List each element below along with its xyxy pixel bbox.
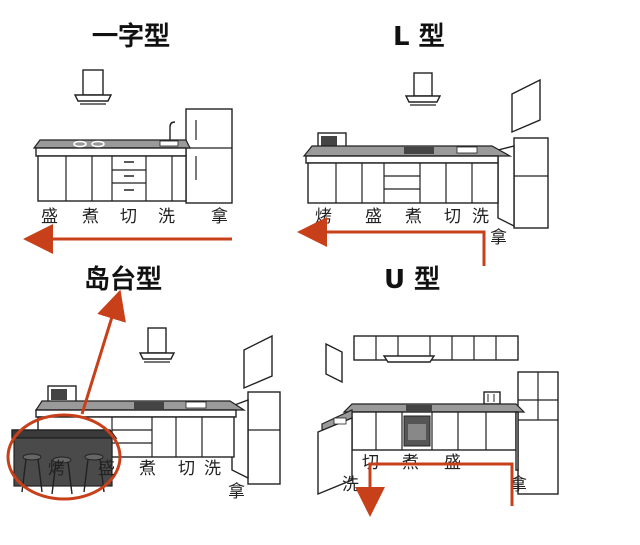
one-line-counter-icon	[32, 121, 191, 202]
step-label: 切	[444, 207, 461, 227]
range-hood-icon	[138, 327, 176, 363]
fridge-icon	[231, 391, 281, 485]
l-shape-title: L 型	[393, 22, 445, 52]
island-kitchen-panel: 岛台型	[6, 264, 281, 502]
one-line-steps: 盛 煮 切 洗 拿	[41, 206, 228, 227]
step-label: 煮	[405, 207, 422, 227]
island-highlight-circle	[6, 413, 122, 501]
window-icon	[511, 78, 541, 134]
step-label: 盛	[98, 459, 115, 479]
l-shape-kitchen-panel: L 型	[297, 22, 549, 266]
u-shape-title: U 型	[384, 265, 440, 295]
toaster-icon	[483, 391, 501, 405]
u-shape-kitchen-panel: U 型	[317, 265, 559, 517]
step-label: 切	[178, 459, 195, 479]
step-label: 盛	[41, 207, 58, 227]
step-label: 烤	[48, 459, 65, 479]
step-label: 烤	[315, 207, 332, 227]
step-label: 煮	[139, 459, 156, 479]
step-label: 洗	[204, 459, 221, 479]
step-label: 洗	[342, 475, 359, 495]
range-hood-icon	[73, 69, 113, 105]
window-icon	[243, 334, 273, 390]
step-label: 拿	[490, 227, 507, 248]
step-label: 盛	[365, 207, 382, 227]
u-shape-counter-icon	[317, 403, 526, 496]
u-shape-flow-arrow	[355, 462, 514, 517]
l-shape-flow-arrow	[297, 217, 486, 266]
l-shape-counter-icon	[302, 145, 513, 204]
window-icon	[325, 342, 343, 384]
one-line-kitchen-panel: 一字型	[22, 21, 233, 254]
step-label: 煮	[82, 207, 99, 227]
island-counter-icon	[34, 400, 247, 458]
fridge-icon	[497, 137, 549, 229]
step-label: 洗	[472, 207, 489, 227]
step-label: 拿	[510, 474, 527, 495]
step-label: 拿	[228, 481, 245, 502]
fridge-icon	[517, 371, 559, 495]
step-label: 切	[120, 207, 137, 227]
fridge-icon	[185, 108, 233, 204]
island-title: 岛台型	[84, 264, 162, 295]
range-hood-icon	[404, 72, 442, 106]
step-label: 洗	[158, 207, 175, 227]
island-pointer-arrow	[80, 289, 126, 415]
wall-cabinets-icon	[353, 335, 519, 363]
island-steps: 烤 盛 煮 切 洗 拿	[48, 459, 245, 502]
l-shape-steps: 烤 盛 煮 切 洗 拿	[315, 207, 507, 248]
island-bar-icon	[11, 429, 118, 487]
one-line-title: 一字型	[92, 21, 170, 52]
step-label: 拿	[211, 206, 228, 227]
